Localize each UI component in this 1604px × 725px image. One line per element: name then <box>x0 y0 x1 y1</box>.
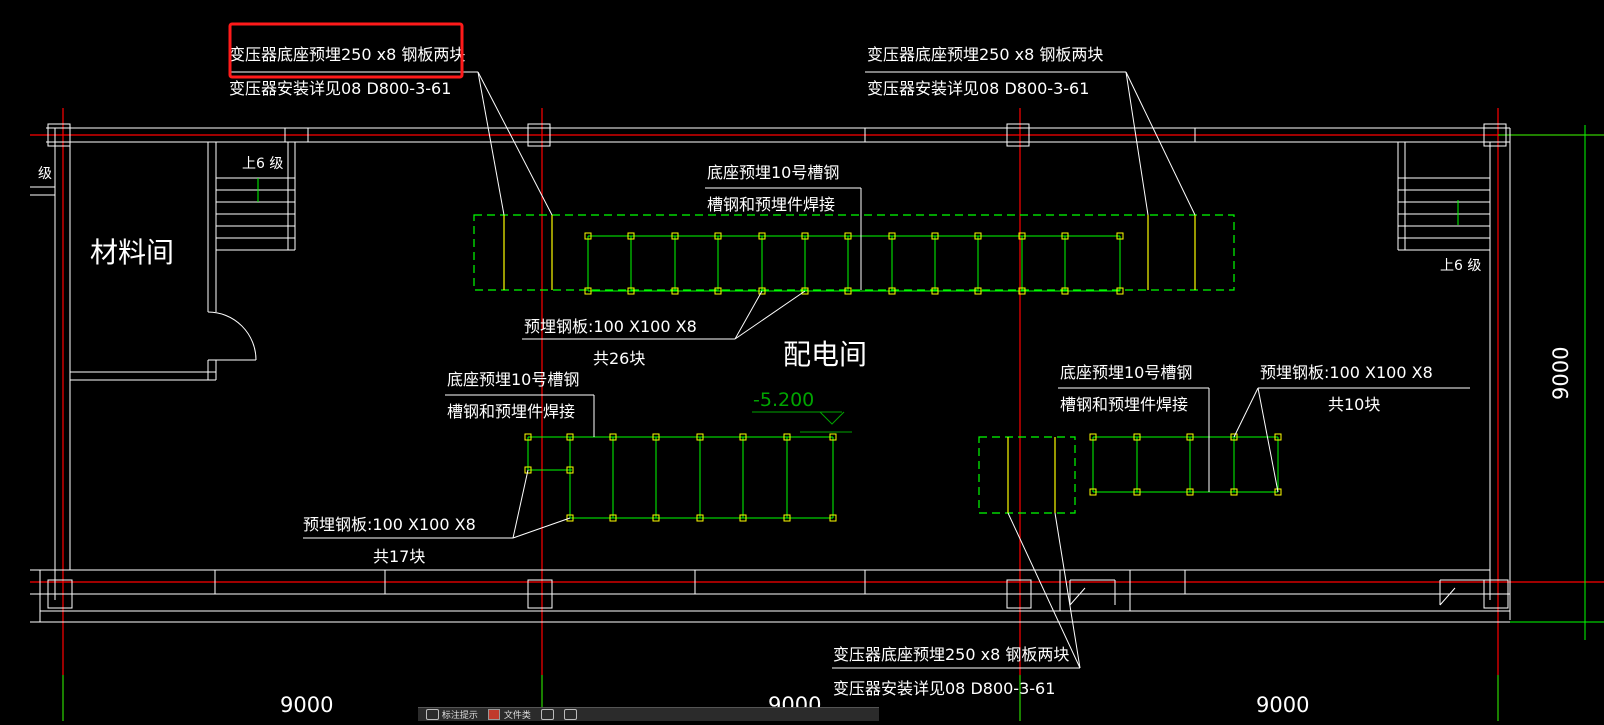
channel-nodes-right <box>1089 433 1282 496</box>
dimension-span-3: 9000 <box>1256 693 1309 717</box>
axis-grid <box>30 108 1604 721</box>
plate-right-line2: 共10块 <box>1328 395 1380 414</box>
channel-right-line2: 槽钢和预埋件焊接 <box>1060 395 1188 414</box>
cmd-item-1-label: 标注提示 <box>441 711 478 721</box>
room-materials: 材料间 <box>90 236 174 269</box>
channel-top-line2: 槽钢和预埋件焊接 <box>707 195 835 214</box>
channel-grid-top <box>587 235 1121 292</box>
highlight-box <box>228 22 464 79</box>
channel-grid-left <box>527 436 834 519</box>
elevation-marker <box>752 411 852 433</box>
cmd-item-1[interactable]: 标注提示 <box>426 709 478 721</box>
note-bottom-line2: 变压器安装详见08 D800-3-61 <box>833 679 1055 698</box>
plate-left-line1: 预埋钢板:100 X100 X8 <box>303 515 476 534</box>
channel-nodes-left <box>524 433 837 522</box>
stair-left-label: 上6 级 <box>242 156 283 172</box>
leader-lines <box>229 71 1470 669</box>
walls <box>30 123 1511 623</box>
dimension-height: 9000 <box>1549 347 1573 400</box>
pen-icon <box>540 709 554 720</box>
file-icon <box>487 709 500 720</box>
anchor-plates <box>503 215 1196 513</box>
plate-top-line1: 预埋钢板:100 X100 X8 <box>524 317 697 336</box>
stair-left <box>216 142 296 251</box>
stair-right-label: 上6 级 <box>1440 258 1481 274</box>
gear-icon <box>563 709 577 720</box>
stair-arrows <box>257 178 1459 225</box>
channel-left-line2: 槽钢和预埋件焊接 <box>447 402 575 421</box>
channel-top-line1: 底座预埋10号槽钢 <box>707 163 839 182</box>
note-top-left-line1: 变压器底座预埋250 x8 钢板两块 <box>229 45 465 64</box>
pen-tool[interactable] <box>540 709 554 720</box>
channel-left-line1: 底座预埋10号槽钢 <box>447 370 579 389</box>
note-top-right-line2: 变压器安装详见08 D800-3-61 <box>867 79 1089 98</box>
channel-grid-right <box>1092 436 1279 493</box>
room-distribution: 配电间 <box>783 338 867 371</box>
dimension-lines <box>62 125 1604 721</box>
plate-left-line2: 共17块 <box>373 547 425 566</box>
plate-top-line2: 共26块 <box>593 349 645 368</box>
plate-right-line1: 预埋钢板:100 X100 X8 <box>1260 363 1433 382</box>
stair-edge-label: 级 <box>38 166 52 182</box>
channel-right-line1: 底座预埋10号槽钢 <box>1060 363 1192 382</box>
transformer-outlines <box>473 214 1235 514</box>
note-top-left-line2: 变压器安装详见08 D800-3-61 <box>229 79 451 98</box>
dimension-span-1: 9000 <box>280 693 333 717</box>
annotation-icon <box>426 709 439 720</box>
command-bar[interactable]: 标注提示 文件类 <box>418 707 879 721</box>
note-top-right-line1: 变压器底座预埋250 x8 钢板两块 <box>867 45 1103 64</box>
channel-nodes-top <box>584 232 1124 295</box>
cmd-item-2[interactable]: 文件类 <box>487 709 531 721</box>
stair-right <box>1397 142 1490 251</box>
note-bottom-line1: 变压器底座预埋250 x8 钢板两块 <box>833 645 1069 664</box>
cmd-item-2-label: 文件类 <box>503 711 531 721</box>
elevation-label: -5.200 <box>753 389 814 411</box>
settings-tool[interactable] <box>563 709 577 720</box>
